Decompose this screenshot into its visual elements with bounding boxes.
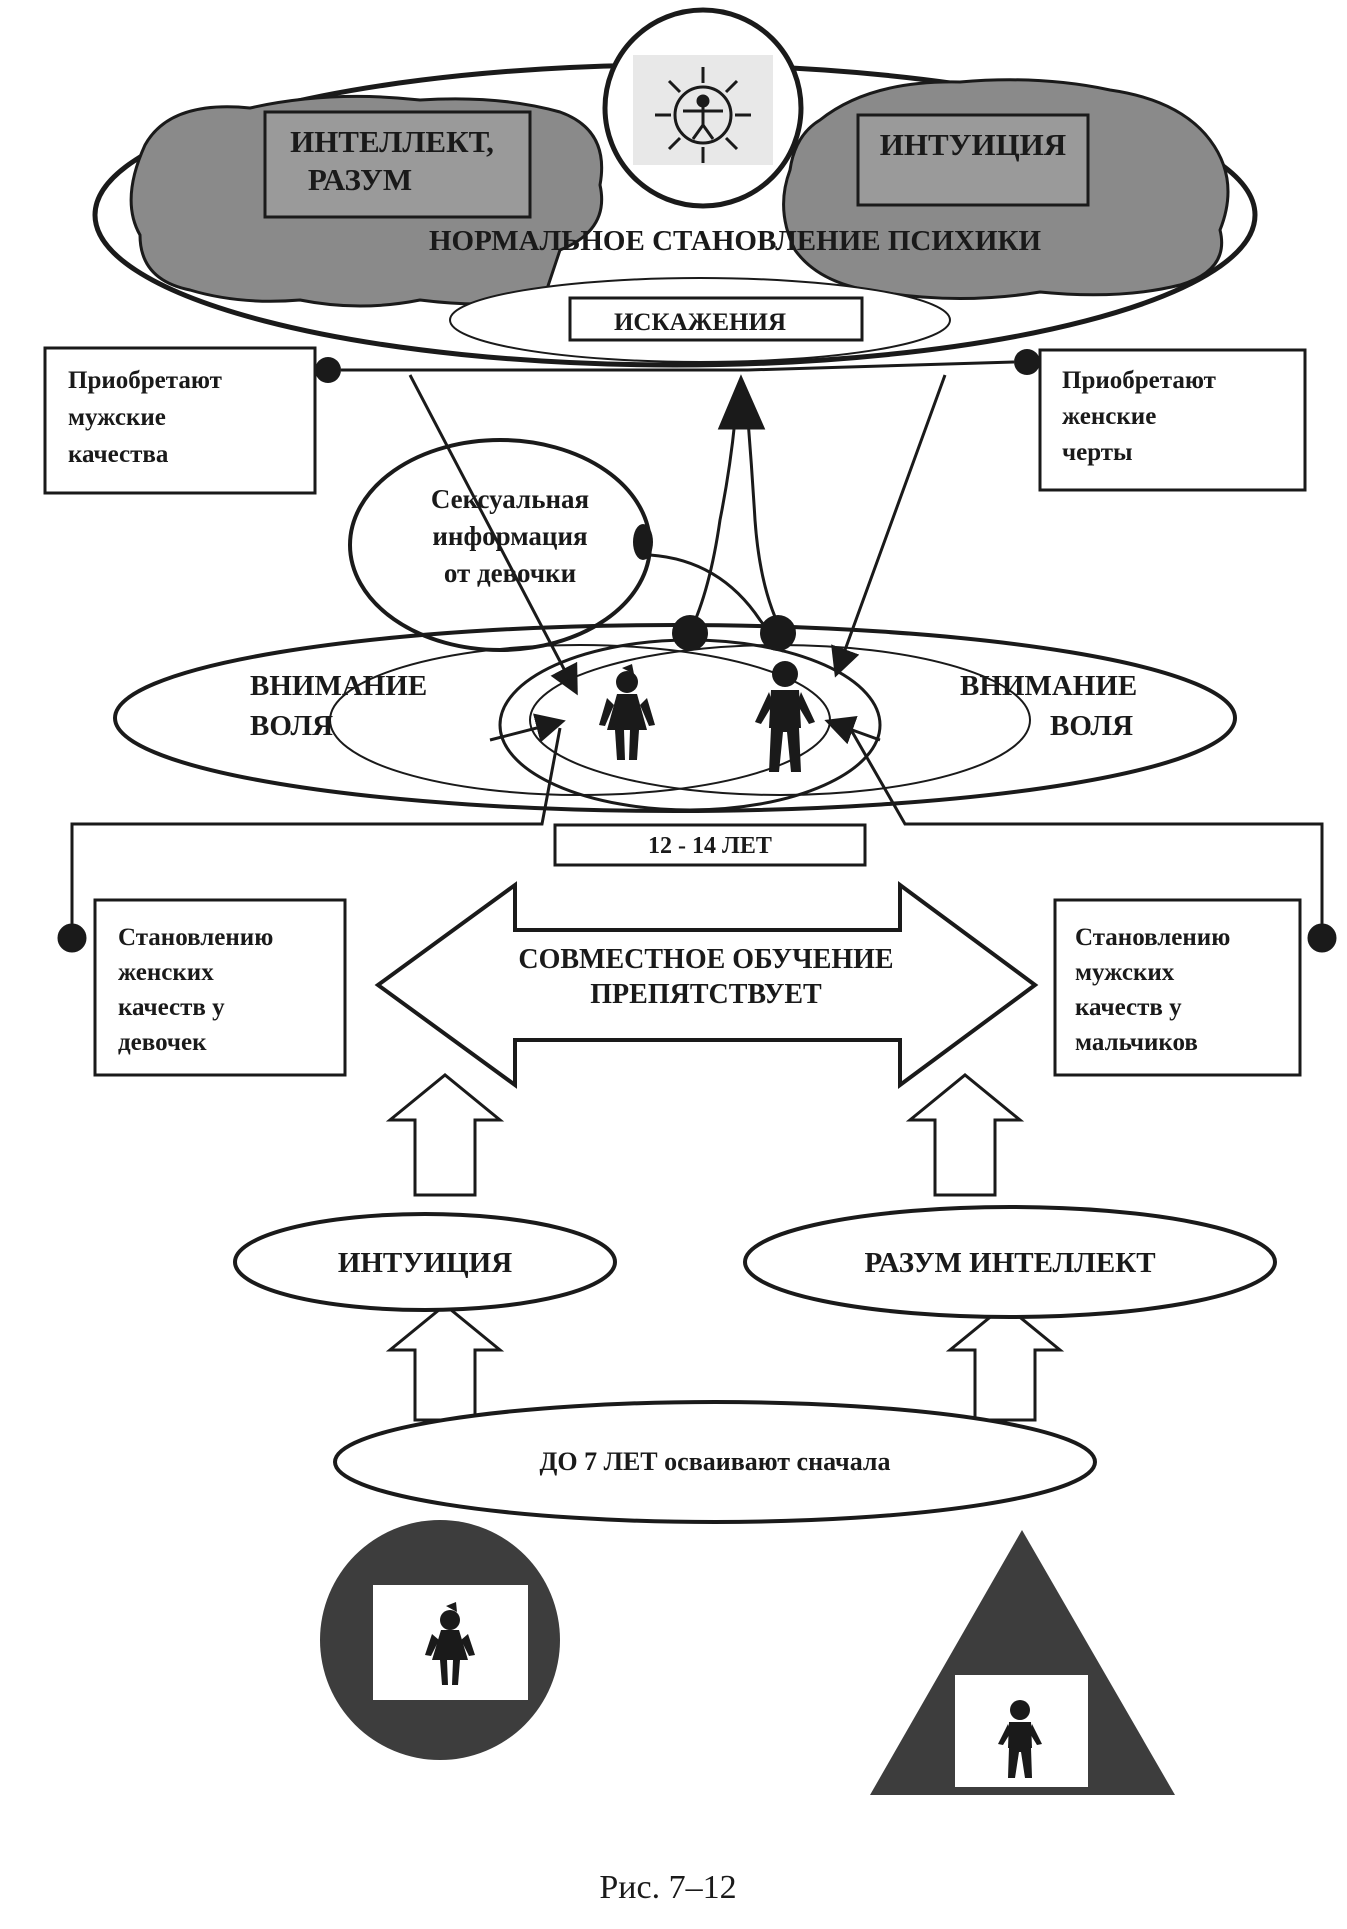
right-side-connector (848, 727, 1324, 938)
acquire-male-line-3: качества (68, 441, 169, 468)
intuition-label-box (856, 113, 1090, 207)
hinder-female-line-3: качеств у (118, 994, 225, 1021)
coeducation-double-arrow (374, 881, 1039, 1089)
up-arrow-right-upper (905, 1073, 1025, 1197)
left-side-connector (70, 727, 562, 938)
hinder-male-line-3: качеств у (1075, 994, 1182, 1021)
acquire-male-line-1: Приобретают (68, 367, 222, 394)
figure-caption: Рис. 7–12 (599, 1869, 736, 1906)
children-ellipse (498, 638, 882, 812)
intellect-label-box (263, 110, 532, 219)
intuition-label: ИНТУИЦИЯ (338, 1247, 512, 1279)
girl-symbol-icon (425, 1602, 475, 1685)
sexual-info-group: Сексуальная информация от девочки (348, 438, 784, 653)
acquire-male-line-2: мужские (68, 404, 166, 431)
upper-side-boxes: Приобретают мужские качества Приобретают… (43, 346, 1307, 495)
boy-figure-icon (755, 661, 815, 772)
age-label: 12 - 14 ЛЕТ (648, 833, 772, 859)
up-arrow-left-upper (385, 1073, 505, 1197)
coeducation-line-2: ПРЕПЯТСТВУЕТ (590, 979, 822, 1010)
left-side-dot (57, 923, 87, 953)
bottom-ellipses: ИНТУИЦИЯ РАЗУМ ИНТЕЛЛЕКТ ДО 7 ЛЕТ осваив… (233, 1205, 1277, 1524)
attention-will-left-inner-ellipse (329, 644, 831, 796)
hinder-male-box (1053, 898, 1302, 1077)
hinder-female-line-4: девочек (118, 1029, 207, 1056)
normal-development-label: НОРМАЛЬНОЕ СТАНОВЛЕНИЕ ПСИХИКИ (429, 225, 1041, 257)
attention-left-line-2: ВОЛЯ (250, 710, 333, 742)
sexual-info-line-1: Сексуальная (431, 484, 589, 514)
acquire-female-line-2: женские (1062, 403, 1156, 430)
intellect-label-line-1: ИНТЕЛЛЕКТ, (290, 124, 494, 159)
rising-arrow-left (688, 419, 737, 633)
up-arrows (385, 1073, 1065, 1422)
rising-arrow-right (746, 419, 784, 633)
sexual-info-dot (633, 524, 653, 560)
coeducation-line-1: СОВМЕСТНОЕ ОБУЧЕНИЕ (518, 944, 893, 975)
gender-symbols (320, 1520, 1175, 1795)
attention-will-section: ВНИМАНИЕ ВОЛЯ ВНИМАНИЕ ВОЛЯ 12 - 14 ЛЕТ (113, 615, 1237, 867)
up-arrow-right-lower (945, 1303, 1065, 1422)
intellect-label-line-2: РАЗУМ (308, 162, 412, 197)
female-to-top-line (747, 360, 1015, 372)
age-label-box (553, 823, 867, 867)
girl-figure-icon (599, 664, 655, 760)
before-seven-ellipse (333, 1400, 1097, 1524)
reason-ellipse (743, 1205, 1277, 1319)
distortions-box (568, 296, 864, 342)
intuition-label: ИНТУИЦИЯ (880, 127, 1066, 162)
sun-icon (655, 67, 751, 163)
hinder-female-line-1: Становлению (118, 924, 273, 951)
lower-side-boxes: Становлению женских качеств у девочек Ст… (93, 898, 1302, 1077)
girl-top-dot (672, 615, 708, 651)
intuition-ellipse (233, 1212, 617, 1312)
left-input-arrow (489, 713, 566, 743)
acquire-female-connector-dot (1014, 349, 1040, 375)
rising-arrow-head (717, 374, 766, 430)
acquire-male-box (43, 346, 317, 495)
side-connectors (57, 727, 1337, 953)
attention-right-line-2: ВОЛЯ (1050, 710, 1133, 742)
top-connectors (341, 360, 1015, 696)
sexual-info-line-3: от девочки (444, 558, 576, 588)
hinder-male-line-1: Становлению (1075, 924, 1230, 951)
arrow-female-to-boy (831, 374, 947, 678)
sexual-info-line-2: информация (432, 521, 587, 551)
up-arrow-left-lower (385, 1303, 505, 1422)
distortions-label: ИСКАЖЕНИЯ (614, 309, 786, 336)
before-seven-label: ДО 7 ЛЕТ осваивают сначала (539, 1447, 890, 1476)
acquire-female-line-3: черты (1062, 439, 1133, 466)
acquire-female-box (1038, 348, 1307, 492)
vitruvian-figure-icon (683, 94, 723, 140)
acquire-female-line-1: Приобретают (1062, 367, 1216, 394)
acquire-male-connector-dot (315, 357, 341, 383)
boy-symbol-icon (998, 1700, 1042, 1778)
hinder-female-line-2: женских (118, 959, 214, 986)
reason-intellect-label: РАЗУМ ИНТЕЛЛЕКТ (864, 1247, 1155, 1279)
hinder-male-line-4: мальчиков (1075, 1029, 1198, 1056)
top-section: ИНТЕЛЛЕКТ, РАЗУМ ИНТУИЦИЯ (92, 7, 1258, 368)
right-side-dot (1307, 923, 1337, 953)
hinder-female-box (93, 898, 347, 1077)
boy-triangle-symbol (870, 1530, 1175, 1795)
attention-left-line-1: ВНИМАНИЕ (250, 670, 427, 702)
arrow-male-to-girl (408, 374, 578, 696)
boy-top-dot (760, 615, 796, 651)
coeducation-arrow: СОВМЕСТНОЕ ОБУЧЕНИЕ ПРЕПЯТСТВУЕТ (374, 881, 1039, 1089)
attention-right-line-1: ВНИМАНИЕ (960, 670, 1137, 702)
hinder-male-line-2: мужских (1075, 959, 1175, 986)
right-input-arrow (824, 716, 881, 745)
